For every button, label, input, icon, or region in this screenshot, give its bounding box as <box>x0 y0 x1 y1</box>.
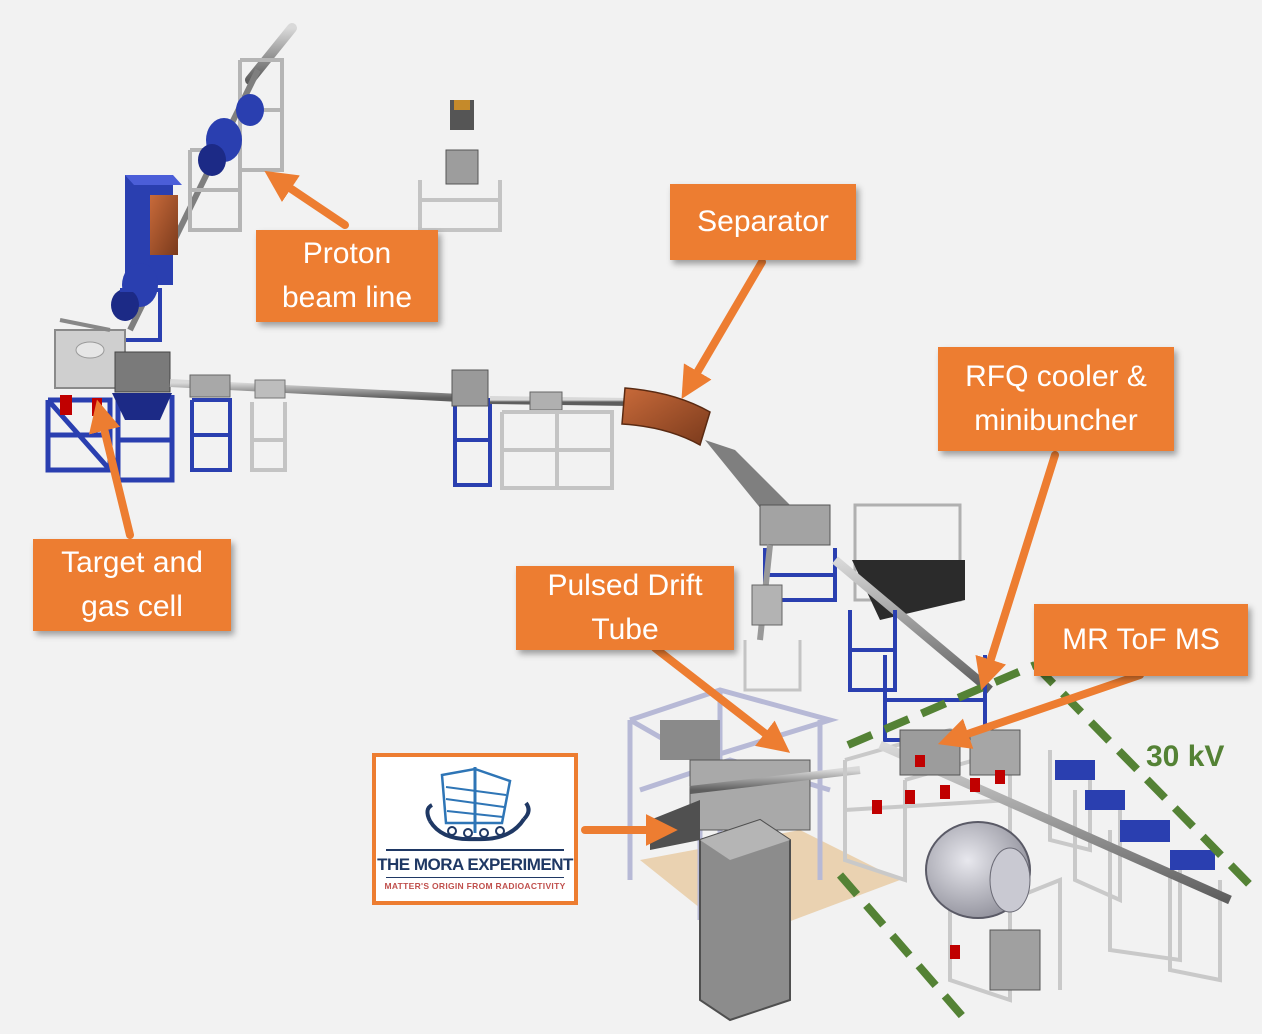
callout-arrows <box>89 170 1144 846</box>
high-voltage-zone <box>836 661 1258 1028</box>
target-gascell-label: Target and gas cell <box>33 539 231 631</box>
pulsed-drift-tube-label: Pulsed Drift Tube <box>516 566 734 650</box>
proton-beamline-model <box>111 23 297 342</box>
proton-beamline-text: Proton beam line <box>281 237 413 314</box>
mrtof-platform-model <box>843 727 1232 1003</box>
mora-logo: THE MORA EXPERIMENT MATTER'S ORIGIN FROM… <box>372 753 578 905</box>
logo-rule <box>386 849 564 851</box>
pulsed-drift-tube-text: Pulsed Drift Tube <box>547 569 703 646</box>
target-gascell-text: Target and gas cell <box>61 546 203 623</box>
voltage-label: 30 kV <box>1146 740 1225 773</box>
logo-title: THE MORA EXPERIMENT <box>377 855 573 874</box>
proton-beamline-label: Proton beam line <box>256 230 438 322</box>
mrtof-label: MR ToF MS <box>1034 604 1248 676</box>
rfq-label: RFQ cooler & minibuncher <box>938 347 1174 451</box>
logo-rule-lower <box>386 877 564 878</box>
transport-beamline-model <box>169 100 631 490</box>
rfq-text: RFQ cooler & minibuncher <box>965 360 1147 437</box>
viking-ship-icon <box>425 767 531 842</box>
mrtof-text: MR ToF MS <box>1062 623 1220 656</box>
separator-text: Separator <box>697 205 829 238</box>
arrow-target <box>89 399 134 539</box>
arrow-mrtof <box>937 671 1144 749</box>
rfq-cooler-model <box>743 503 993 742</box>
arrow-rfq <box>975 451 1059 691</box>
separator-label: Separator <box>670 184 856 260</box>
arrow-separator <box>681 258 766 400</box>
separator-magnet-model <box>621 387 790 520</box>
pulsed-drift-tube-model <box>627 687 900 1022</box>
logo-subtitle: MATTER'S ORIGIN FROM RADIOACTIVITY <box>384 881 566 891</box>
arrow-proton <box>264 170 349 229</box>
target-gascell-model <box>45 318 175 483</box>
arrow-pdt <box>651 644 791 753</box>
